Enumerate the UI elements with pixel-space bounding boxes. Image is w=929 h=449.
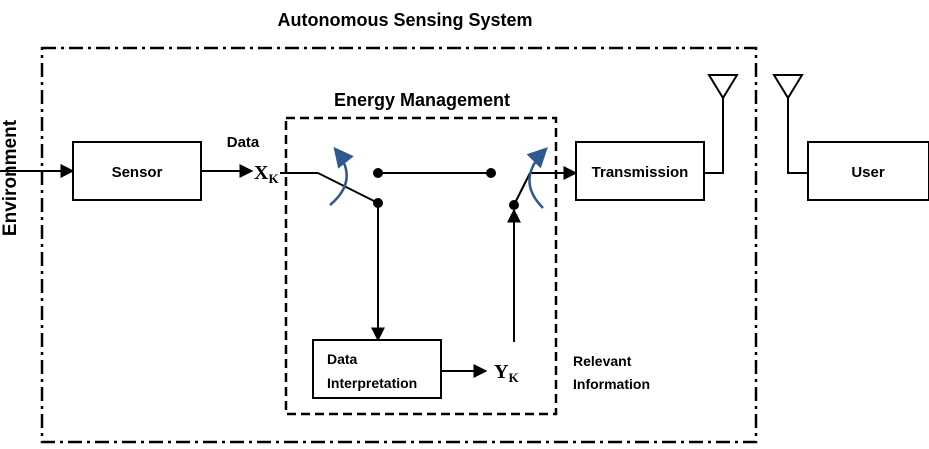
environment-label: Environment: [0, 119, 21, 236]
energy-boundary: [284, 116, 558, 416]
transmission-block: [575, 141, 705, 201]
right-switch-arc: [526, 147, 548, 209]
data-label: Data: [227, 134, 260, 151]
receive-antenna-mast: [787, 98, 808, 174]
interp-block: [312, 339, 442, 399]
transmit-antenna-mast: [704, 98, 724, 174]
interp-label-1: Data: [327, 351, 358, 367]
yk-label: YK: [494, 361, 519, 385]
switch2-blade: [513, 172, 531, 206]
transmission-label: Transmission: [592, 164, 689, 181]
system-title: Autonomous Sensing System: [277, 10, 532, 30]
relevant-label-2: Information: [573, 376, 650, 392]
interp-label-2: Interpretation: [327, 375, 417, 391]
user-label: User: [851, 164, 885, 181]
sensor-label: Sensor: [112, 164, 163, 181]
transmit-antenna-icon: [707, 74, 739, 100]
receive-antenna-icon: [772, 74, 804, 100]
xk-label: XK: [254, 162, 279, 186]
left-switch-arc: [329, 146, 354, 206]
user-block: [807, 141, 929, 201]
switch-blade: [317, 172, 379, 204]
system-boundary: [40, 46, 758, 444]
energy-title: Energy Management: [334, 90, 510, 110]
bypass-contact: [486, 168, 496, 178]
relevant-label-1: Relevant: [573, 353, 632, 369]
